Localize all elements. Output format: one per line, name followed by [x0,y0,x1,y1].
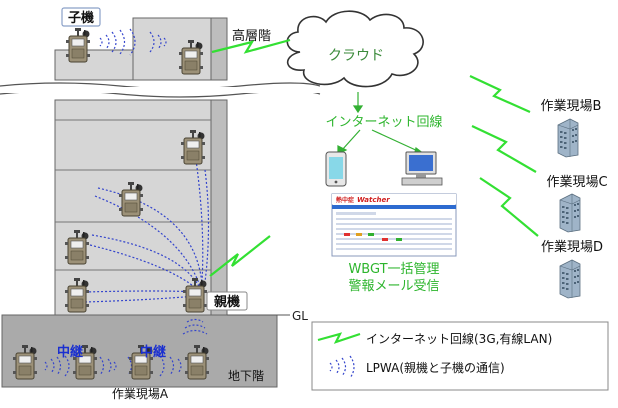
cloud-label: クラウド [328,48,384,64]
site-b-label: 作業現場B [541,98,602,114]
ground-level-label: GL [292,309,308,323]
child-unit-top-left [65,27,91,63]
basement-label: 地下階 [228,368,264,383]
child-unit-label: 子機 [68,10,94,26]
app-brand-prefix: 熱中症 [336,196,354,204]
building [0,17,321,388]
wbgt-management-label: WBGT一括管理 [348,262,439,277]
relay-label-1: 中継 [57,344,83,360]
alert-mail-label: 警報メール受信 [348,278,439,294]
site-a-label: 作業現場A [112,387,169,401]
high-floor-label: 高層階 [232,28,271,44]
internet-label: インターネット回線 [325,114,442,130]
site-d-label: 作業現場D [541,239,603,255]
computer-icon [401,151,443,186]
cloud-icon [286,10,424,88]
office-building-d-icon [559,259,581,299]
office-building-c-icon [559,193,581,233]
parent-unit-label: 親機 [214,294,240,310]
office-building-b-icon [557,118,579,158]
legend-internet-line [317,332,361,344]
legend: インターネット回線(3G,有線LAN) LPWA(親機と子機の通信) [311,321,609,391]
legend-lpwa-wave [329,355,355,379]
smartphone-icon [325,151,347,187]
app-brand-name: Watcher [357,196,390,204]
wbgt-app-screen: 熱中症 Watcher [331,193,457,257]
legend-lpwa-label: LPWA(親機と子機の通信) [366,360,505,375]
legend-internet-label: インターネット回線(3G,有線LAN) [366,331,552,346]
relay-label-2: 中継 [140,344,166,360]
internet-links [209,38,539,277]
site-c-label: 作業現場C [546,174,607,190]
